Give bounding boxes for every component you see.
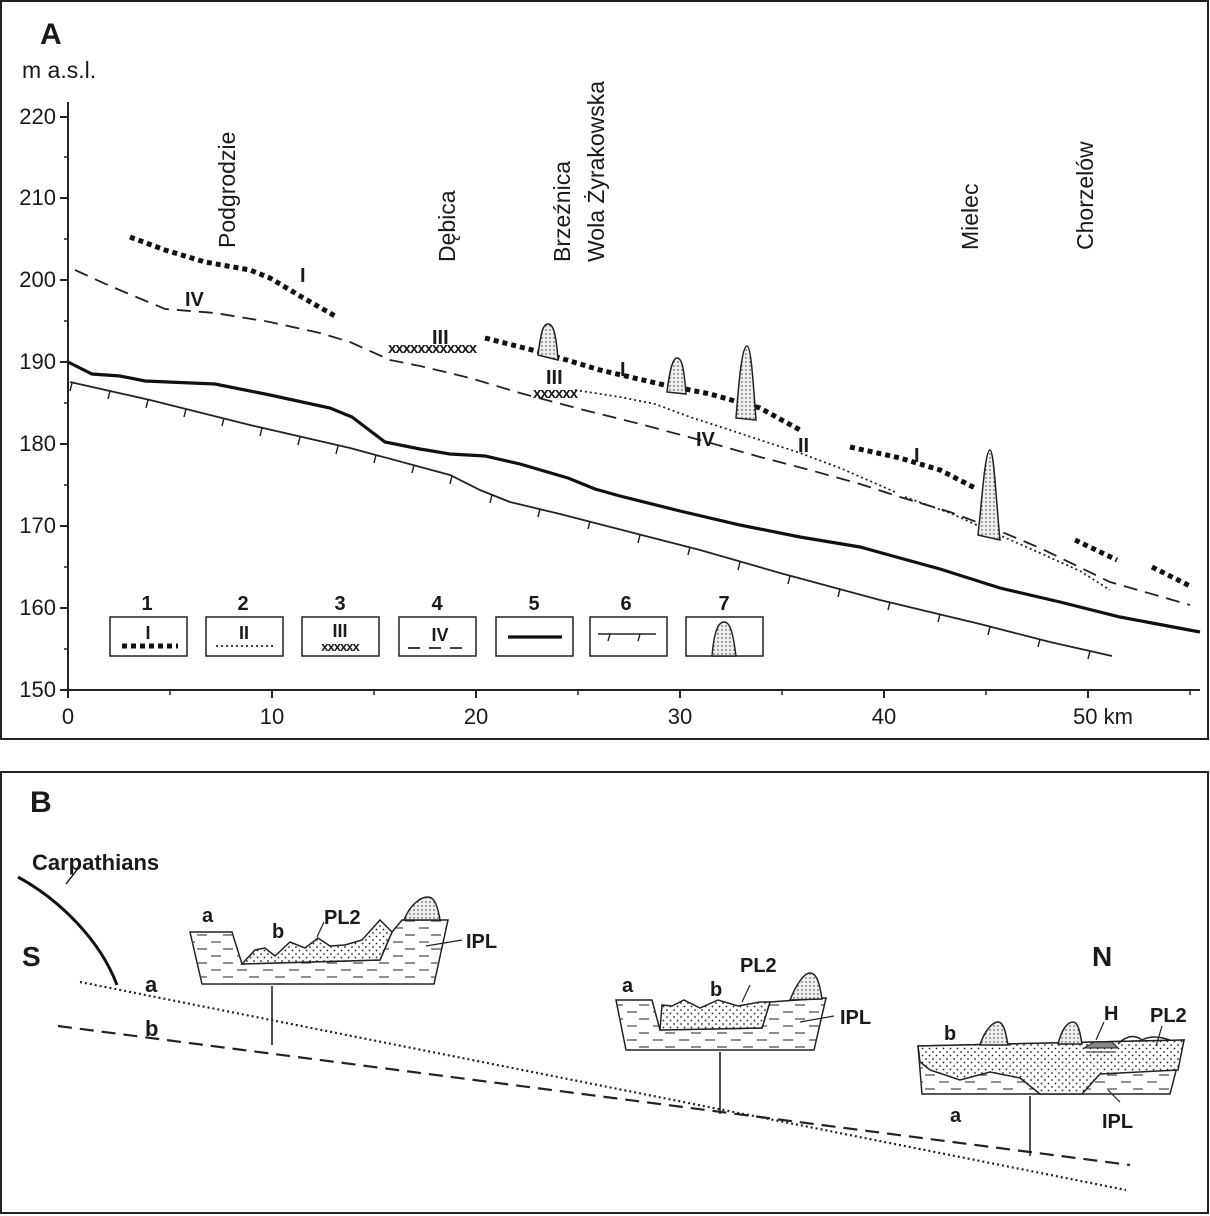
x-ticks — [67, 690, 1191, 698]
place-debica: Dębica — [434, 190, 460, 262]
dunes-a — [537, 323, 1001, 541]
cs3-label-ipl: IPL — [1102, 1111, 1133, 1133]
legend-num-7: 7 — [718, 593, 729, 615]
label-i-3: I — [914, 445, 920, 467]
legend-sub-3: xxxxxx — [321, 639, 360, 654]
cs1-label-a: a — [202, 905, 214, 927]
profile-a-label: a — [145, 972, 158, 997]
panel-b-letter: B — [30, 786, 52, 819]
legend-box-3 — [301, 616, 380, 657]
terrace-i-line-e — [1150, 564, 1194, 590]
y-tick-200: 200 — [19, 267, 56, 292]
cross-section-1: a b PL2 IPL — [189, 896, 497, 1045]
legend-num-1: 1 — [141, 593, 152, 615]
legend-num-3: 3 — [334, 593, 345, 615]
cs3-label-pl2: PL2 — [1150, 1005, 1187, 1027]
x-tick-10: 10 — [260, 704, 284, 729]
terrace-iii-marks-a: xxxxxxxxxxxx — [388, 340, 478, 357]
legend-num-4: 4 — [431, 593, 443, 615]
y-tick-210: 210 — [19, 185, 56, 210]
legend-num-5: 5 — [528, 593, 539, 615]
y-tick-labels: 220 210 200 190 180 170 160 150 — [19, 104, 56, 702]
legend-box-1 — [109, 616, 188, 657]
terrace-ii-line-b — [904, 496, 1111, 591]
cs3-label-a: a — [950, 1105, 962, 1127]
panel-a-letter: A — [40, 18, 62, 51]
terrace-i-line-a — [129, 234, 337, 319]
cs2-label-ipl: IPL — [840, 1007, 871, 1029]
label-south: S — [22, 941, 41, 972]
dune-1 — [537, 323, 559, 361]
dune-2 — [666, 357, 687, 395]
label-north: N — [1092, 941, 1112, 972]
legend-sym-2: II — [239, 623, 249, 643]
y-ticks — [60, 116, 68, 691]
river-profile — [67, 360, 1201, 634]
label-i-2: I — [620, 359, 626, 381]
label-i-1: I — [300, 265, 306, 287]
y-tick-150: 150 — [19, 677, 56, 702]
dune-4 — [977, 449, 1001, 541]
cs1-label-pl2: PL2 — [324, 907, 361, 929]
cs2-label-b: b — [710, 979, 722, 1001]
y-tick-170: 170 — [19, 513, 56, 538]
label-carpathians: Carpathians — [32, 850, 159, 875]
label-ii-1: II — [798, 435, 809, 457]
x-tick-50: 50 km — [1073, 704, 1133, 729]
x-tick-40: 40 — [872, 704, 896, 729]
legend-num-6: 6 — [620, 593, 631, 615]
place-wola-zyrakowska: Wola Żyrakowska — [583, 81, 609, 262]
carpathians-slope — [17, 875, 119, 986]
cs1-label-ipl: IPL — [466, 931, 497, 953]
place-podgrodzie: Podgrodzie — [214, 132, 240, 248]
x-tick-labels: 0 10 20 30 40 50 km — [62, 704, 1133, 729]
terrace-iii-marks-b: xxxxxx — [533, 385, 579, 402]
terrace-ii-line-a — [574, 389, 896, 493]
cross-section-2: a b PL2 IPL — [615, 955, 871, 1114]
terrace-i-line-c — [849, 444, 977, 491]
bedrock-ticks — [69, 382, 1091, 660]
place-chorzelow: Chorzelów — [1072, 141, 1098, 250]
legend-box-4 — [398, 616, 477, 657]
x-tick-20: 20 — [464, 704, 488, 729]
label-iv-1: IV — [185, 289, 205, 311]
place-brzeznica: Brzeźnica — [549, 161, 575, 262]
x-tick-30: 30 — [668, 704, 692, 729]
y-tick-220: 220 — [19, 104, 56, 129]
label-iii-1: III — [432, 327, 449, 349]
x-tick-0: 0 — [62, 704, 74, 729]
dune-3 — [735, 345, 757, 421]
place-mielec: Mielec — [957, 184, 983, 250]
cross-section-3: b H PL2 a IPL — [917, 1003, 1187, 1156]
label-iv-2: IV — [696, 429, 716, 451]
panel-b-frame — [0, 771, 1209, 1214]
profile-b-line — [57, 1024, 1131, 1167]
cs2-label-pl2: PL2 — [740, 955, 777, 977]
y-tick-190: 190 — [19, 349, 56, 374]
cs1-label-b: b — [272, 921, 284, 943]
y-tick-180: 180 — [19, 431, 56, 456]
cs3-label-h: H — [1104, 1003, 1118, 1025]
place-names: Podgrodzie Dębica Brzeźnica Wola Żyrakow… — [214, 81, 1098, 262]
panel-a-frame — [0, 0, 1209, 740]
legend-num-2: 2 — [237, 593, 248, 615]
legend-box-2 — [205, 616, 284, 657]
legend-box-6 — [589, 616, 668, 657]
legend-sym-3: III — [332, 621, 347, 641]
legend-sym-4: IV — [431, 625, 448, 645]
y-axis-unit: m a.s.l. — [22, 57, 96, 83]
carpathians-leader — [65, 865, 81, 885]
terrace-labels: I IV III III I IV II I — [185, 265, 920, 467]
legend: 1 2 3 4 5 6 7 I II III IV xxxxxx — [109, 593, 764, 657]
profile-b-label: b — [145, 1016, 158, 1041]
label-iii-2: III — [546, 367, 563, 389]
y-tick-160: 160 — [19, 595, 56, 620]
terrace-iv-line-a — [74, 269, 1191, 606]
bedrock-line — [69, 381, 1113, 657]
legend-sym-1: I — [145, 623, 150, 643]
cs3-label-b: b — [944, 1023, 956, 1045]
cs2-label-a: a — [622, 975, 634, 997]
terrace-i-line-d — [1073, 537, 1119, 563]
